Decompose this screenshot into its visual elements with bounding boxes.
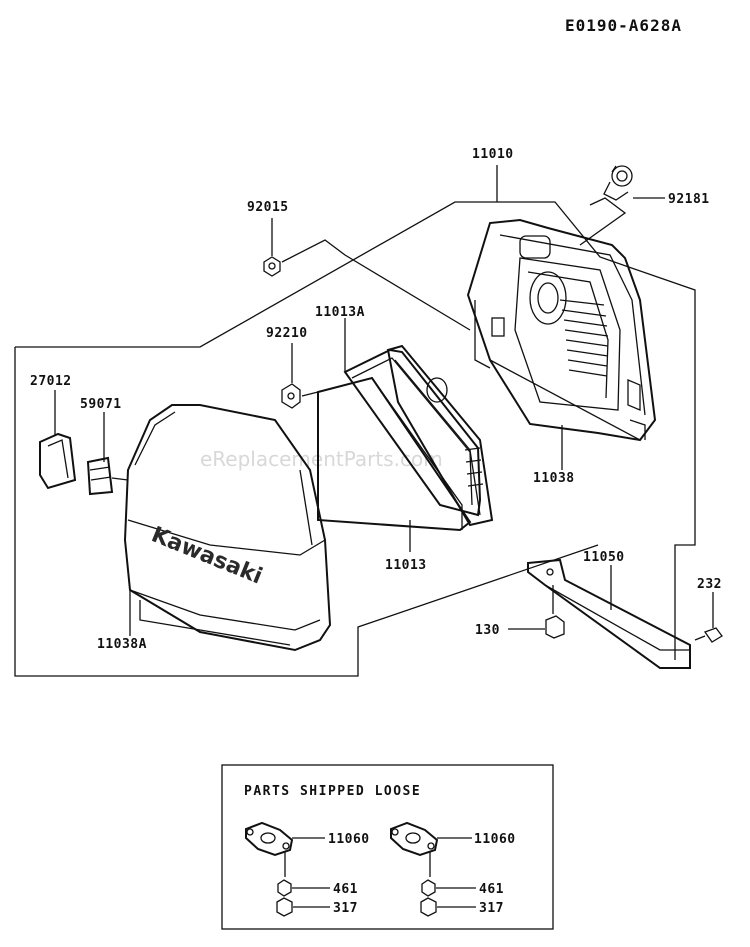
nut-461-left-part: [277, 879, 330, 897]
part-label-130: 130: [475, 623, 500, 638]
screw-232-part: [694, 592, 723, 643]
pre-cleaner-part: [343, 318, 482, 517]
part-label-92015: 92015: [247, 200, 289, 215]
wing-nut-part: [281, 343, 319, 409]
loose-label-317-left: 317: [333, 901, 358, 916]
spring-part: [86, 412, 129, 496]
air-filter-element-part: [317, 344, 494, 552]
gasket-left-part: [245, 821, 325, 877]
cover-brand-text: Kawasaki: [148, 522, 266, 589]
nut-92015-part: [263, 218, 471, 331]
part-label-11038A: 11038A: [97, 637, 147, 652]
part-label-11050: 11050: [583, 550, 625, 565]
part-label-11013A: 11013A: [315, 305, 365, 320]
part-label-59071: 59071: [80, 397, 122, 412]
air-cleaner-base-part: [466, 218, 657, 442]
part-label-11038: 11038: [533, 471, 575, 486]
part-label-232: 232: [697, 577, 722, 592]
clip-part: [39, 390, 77, 490]
part-label-92210: 92210: [266, 326, 308, 341]
nut-317-left-part: [276, 897, 330, 917]
parts-shipped-loose-box: PARTS SHIPPED LOOSE 11060 461 317: [221, 764, 554, 930]
part-label-11013: 11013: [385, 558, 427, 573]
nut-461-right-part: [421, 879, 476, 897]
diagram-code: E0190-A628A: [565, 16, 682, 35]
loose-label-461-right: 461: [479, 882, 504, 897]
part-label-11010: 11010: [472, 147, 514, 162]
loose-label-461-left: 461: [333, 882, 358, 897]
gasket-right-part: [390, 821, 472, 877]
assembly-outline: [14, 201, 696, 677]
air-cleaner-cover-part: Kawasaki: [123, 404, 332, 652]
bracket-part: [527, 558, 691, 669]
part-label-27012: 27012: [30, 374, 72, 389]
loose-box-title: PARTS SHIPPED LOOSE: [244, 784, 421, 799]
bolt-130-part: [508, 615, 565, 639]
loose-label-11060-right: 11060: [474, 832, 516, 847]
loose-label-317-right: 317: [479, 901, 504, 916]
nut-317-right-part: [420, 897, 476, 917]
loose-label-11060-left: 11060: [328, 832, 370, 847]
hose-clamp-part: [579, 165, 665, 246]
part-label-92181: 92181: [668, 192, 710, 207]
